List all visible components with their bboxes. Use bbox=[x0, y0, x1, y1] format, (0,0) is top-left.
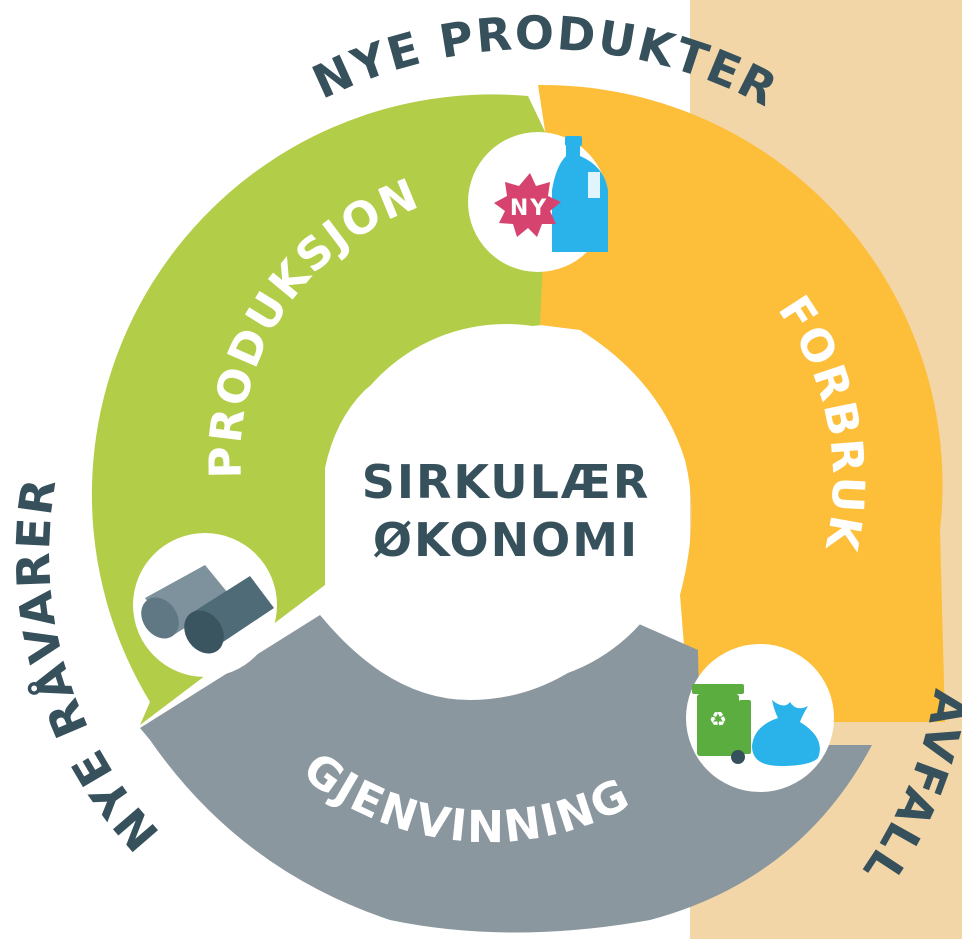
badge-waste: ♻ bbox=[686, 644, 834, 792]
recycling-bin-icon: ♻ bbox=[692, 684, 751, 764]
badge-raw-materials bbox=[133, 533, 277, 677]
center-title-line-1: SIRKULÆR bbox=[362, 455, 651, 509]
raw-material-pipes-icon bbox=[141, 565, 274, 654]
badge-new-product: NY bbox=[468, 132, 608, 272]
new-starburst-icon: NY bbox=[494, 173, 561, 237]
center-circle bbox=[326, 324, 686, 684]
svg-text:♻: ♻ bbox=[709, 707, 727, 731]
trash-bag-icon bbox=[752, 700, 820, 766]
bottle-icon bbox=[552, 136, 608, 252]
segment-forbruk bbox=[538, 84, 945, 722]
center-title-line-2: ØKONOMI bbox=[373, 513, 639, 567]
new-badge-text: NY bbox=[510, 196, 548, 221]
segment-gjenvinning bbox=[140, 615, 872, 933]
